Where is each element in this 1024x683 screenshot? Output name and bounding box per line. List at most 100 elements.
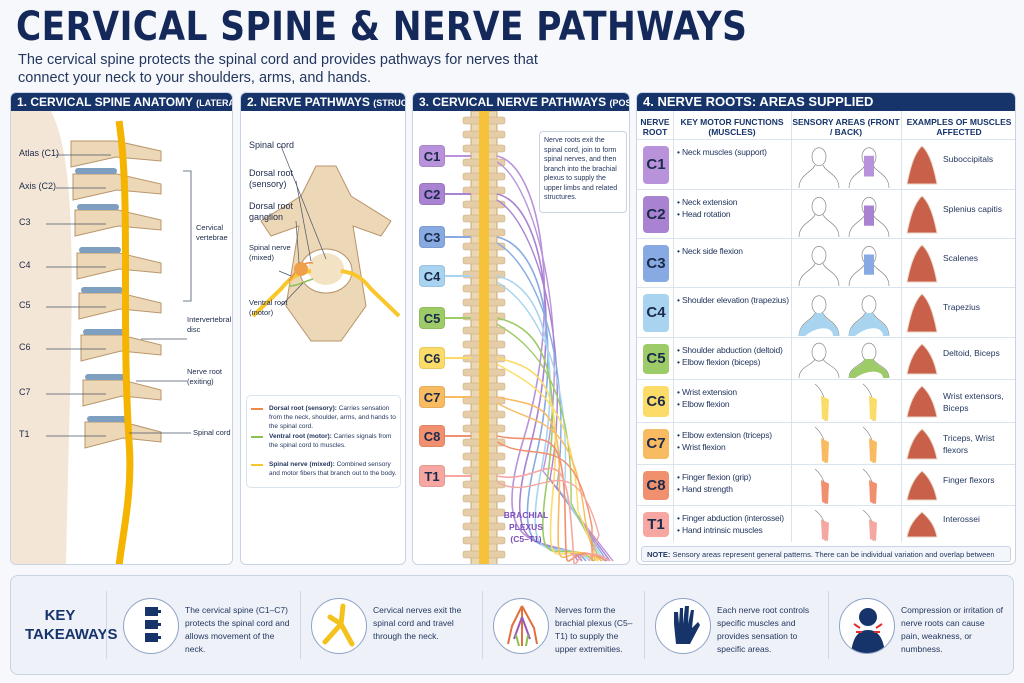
panel-header: 3. CERVICAL NERVE PATHWAYS (POSTERIOR VI… <box>413 93 629 111</box>
motor-item: • Shoulder abduction (deltoid) <box>677 345 783 355</box>
col-header-motor: KEY MOTOR FUNCTIONS (MUSCLES) <box>680 117 784 137</box>
col-header-root: NERVE ROOT <box>640 117 670 137</box>
divider <box>106 591 107 659</box>
root-label-c3: C3 <box>419 226 445 248</box>
page-subtitle: The cervical spine protects the spinal c… <box>18 52 538 86</box>
nerve-pathway <box>496 435 607 562</box>
muscle-illustration <box>906 195 938 234</box>
label-nerve-root: Nerve root (exiting) <box>187 367 223 386</box>
nerve-branch <box>496 161 614 562</box>
brachial-plexus-label: BRACHIAL PLEXUS (C5–T1) <box>503 510 549 544</box>
motor-functions: • Neck extension• Head rotation <box>677 196 791 220</box>
muscles-affected: Splenius capitis <box>943 203 1003 214</box>
legend-text: Ventral root (motor): Carries signals fr… <box>269 433 392 449</box>
label-spinal-cord: Spinal cord <box>249 140 295 150</box>
motor-item: • Hand strength <box>677 484 733 494</box>
root-label-c7: C7 <box>419 386 445 408</box>
label-dorsal-root-ganglion: Dorsal root ganglion <box>249 201 294 222</box>
sensory-area-figures <box>814 468 877 504</box>
muscles-affected: Trapezius <box>943 302 981 312</box>
sensory-patch <box>821 438 829 463</box>
root-label-c6: C6 <box>419 347 445 369</box>
takeaway-text: The cervical spine (C1–C7) protects the … <box>185 605 290 654</box>
sensory-patch <box>869 438 877 463</box>
legend-text: Spinal nerve (mixed): Combined sensory a… <box>269 461 397 477</box>
nerve-branch-icon <box>311 598 367 654</box>
muscles-affected: Scalenes <box>943 252 978 263</box>
panel-nerve-pathways: 3. CERVICAL NERVE PATHWAYS (POSTERIOR VI… <box>412 92 630 565</box>
motor-item: • Elbow extension (triceps) <box>677 430 772 440</box>
muscle-illustration <box>906 470 938 501</box>
sensory-patch <box>849 313 889 336</box>
sensory-patch <box>799 313 839 336</box>
takeaway-text: Compression or irritation of nerve roots… <box>901 605 1004 654</box>
sensory-area-figures <box>814 426 877 463</box>
motor-functions: • Finger abduction (interossei)• Hand in… <box>677 512 791 536</box>
spine-icon <box>123 598 179 654</box>
table-row-t1: T1• Finger abduction (interossei)• Hand … <box>637 505 1015 542</box>
head-outline <box>811 342 827 362</box>
root-label-t1: T1 <box>419 465 445 487</box>
vertebra <box>72 173 162 201</box>
sensory-patch <box>869 395 877 421</box>
sensory-patch <box>864 205 874 226</box>
vertebra <box>82 379 162 407</box>
intervertebral-disc <box>77 204 119 210</box>
intervertebral-disc <box>81 287 123 293</box>
nerve-pathway <box>496 236 587 562</box>
takeaway-item: The cervical spine (C1–C7) protects the … <box>123 598 299 654</box>
sensory-area-figures <box>814 509 877 541</box>
label-dorsal-root: Dorsal root (sensory) <box>249 168 294 189</box>
motor-item: • Shoulder elevation (trapezius) <box>677 295 789 305</box>
divider <box>300 591 301 659</box>
legend-item: Dorsal root (sensory): Carries sensation… <box>251 404 399 431</box>
panel-header: 2. NERVE PATHWAYS (STRUCTURE) <box>241 93 405 111</box>
table-row-c5: C5• Shoulder abduction (deltoid)• Elbow … <box>637 337 1015 379</box>
label-spinal-cord: Spinal cord <box>193 428 231 437</box>
table-note: NOTE: Sensory areas represent general pa… <box>641 546 1011 562</box>
legend-swatch <box>251 436 263 438</box>
neck-pain-icon <box>839 598 895 654</box>
root-badge: C7 <box>643 429 669 459</box>
motor-item: • Neck extension <box>677 197 738 207</box>
vertebra <box>70 140 162 168</box>
nerve-branch <box>496 323 602 562</box>
sensory-patch <box>869 519 877 541</box>
motor-functions: • Wrist extension• Elbow flexion <box>677 386 791 410</box>
sensory-area-figures <box>798 246 890 286</box>
motor-functions: • Shoulder abduction (deltoid)• Elbow fl… <box>677 344 791 368</box>
vertebra <box>74 209 162 237</box>
nerve-pathway <box>496 396 603 562</box>
col-header-muscles: EXAMPLES OF MUSCLES AFFECTED <box>906 117 1012 137</box>
takeaway-text: Nerves form the brachial plexus (C5–T1) … <box>555 605 633 654</box>
muscle-illustration <box>906 244 938 283</box>
label-cervical-vertebrae: Cervical vertebrae <box>196 223 228 242</box>
takeaway-text: Each nerve root controls specific muscle… <box>717 605 810 654</box>
head-outline <box>811 147 827 167</box>
root-badge: C4 <box>643 294 669 332</box>
intervertebral-disc <box>83 329 125 335</box>
muscle-illustration <box>906 343 938 375</box>
takeaway-item: Compression or irritation of nerve roots… <box>839 598 1015 654</box>
sensory-area-figures <box>798 197 890 237</box>
table-row-c8: C8• Finger flexion (grip)• Hand strength… <box>637 464 1015 505</box>
panel-header: 4. NERVE ROOTS: AREAS SUPPLIED <box>637 93 1015 111</box>
takeaway-text: Cervical nerves exit the spinal cord and… <box>373 605 462 641</box>
takeaway-item: Each nerve root controls specific muscle… <box>655 598 831 654</box>
posterior-nerve-illustration <box>445 111 614 564</box>
hand-icon <box>655 598 711 654</box>
head-outline <box>861 342 877 362</box>
root-badge: C2 <box>643 196 669 233</box>
takeaway-item: Nerves form the brachial plexus (C5–T1) … <box>493 598 669 654</box>
root-badge: C1 <box>643 146 669 184</box>
brachial-plexus-icon <box>493 598 549 654</box>
label-spinal-nerve: Spinal nerve (mixed) <box>249 243 291 262</box>
vertebra <box>76 252 162 280</box>
nerve-branch <box>496 363 599 562</box>
sensory-patch <box>864 254 874 275</box>
root-label-c1: C1 <box>419 145 445 167</box>
legend-item: Ventral root (motor): Carries signals fr… <box>251 432 399 450</box>
label-t1: T1 <box>19 429 30 439</box>
motor-item: • Finger abduction (interossei) <box>677 513 784 523</box>
